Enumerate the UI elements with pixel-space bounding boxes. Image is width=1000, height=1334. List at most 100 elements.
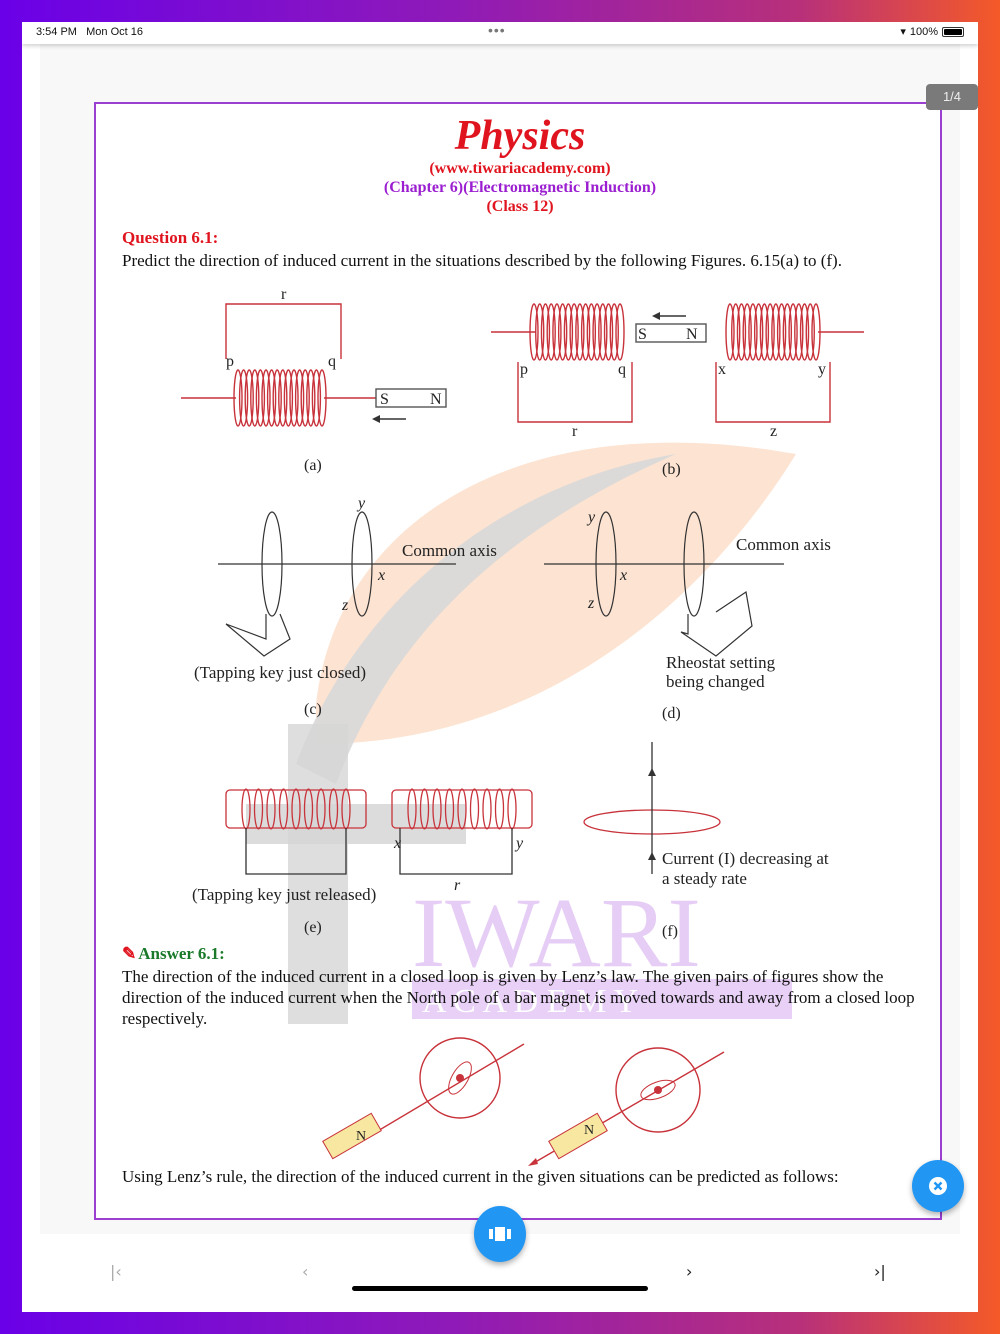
coil-turn (291, 788, 301, 830)
fig-b-r: r (572, 423, 578, 440)
coil-turn (563, 303, 574, 361)
watermark-academy: A C A D E M Y (422, 983, 638, 1020)
coil-turn (725, 303, 735, 361)
watermark: IWARI A C A D E M Y (246, 442, 796, 1024)
coil-turn (759, 303, 770, 361)
fig-d-axis: Common axis (736, 535, 831, 554)
coil-icon (725, 303, 821, 361)
ipad-screen: 3:54 PM Mon Oct 16 ••• ▾ 100% 1/4 IWARI … (22, 22, 978, 1312)
close-icon (929, 1177, 947, 1195)
coil-turn (255, 369, 266, 427)
coil-turn (765, 303, 775, 361)
fig-d-x: x (619, 567, 627, 584)
watermark-academy-bar (412, 979, 792, 1019)
battery-icon (942, 26, 964, 37)
question-heading: Question 6.1: (122, 228, 219, 247)
document-viewer[interactable]: 1/4 IWARI A C A D E M Y r p q S N (a) (40, 44, 978, 1234)
coil-turn (278, 369, 288, 427)
coil-turn (788, 303, 798, 361)
coil-turn (253, 788, 264, 830)
home-indicator[interactable] (352, 1286, 648, 1291)
fig-e-caption: (e) (304, 919, 322, 936)
coil-turn (586, 303, 597, 361)
figure-f (583, 742, 721, 874)
figure-a (181, 303, 447, 427)
fig-a-r: r (281, 286, 287, 303)
fig-d-z: z (587, 595, 595, 612)
last-page-button[interactable]: ›| (874, 1262, 886, 1281)
answer-text: The direction of the induced current in … (122, 967, 915, 1028)
coil-turn (244, 369, 254, 427)
status-bar: 3:54 PM Mon Oct 16 ••• ▾ 100% (22, 22, 978, 44)
coil-turn (261, 369, 271, 427)
fig-b-caption: (b) (662, 461, 681, 478)
close-button[interactable] (912, 1160, 964, 1212)
fig-a-p: p (226, 353, 234, 370)
first-page-button[interactable]: |‹ (110, 1262, 122, 1281)
coil-turn (419, 788, 430, 830)
coil-turn (580, 303, 591, 361)
coil-turn (535, 303, 545, 361)
coil-turn (753, 303, 764, 361)
coil-turn (432, 788, 442, 830)
fig-e-x: x (393, 835, 401, 852)
coil-turn (569, 303, 579, 361)
watermark-leaf (316, 442, 796, 744)
coil-turn (557, 303, 568, 361)
coil-turn (552, 303, 562, 361)
fig-f-note2: a steady rate (662, 869, 747, 888)
class-label: (Class 12) (486, 198, 554, 215)
watermark-tiwari: IWARI (412, 877, 701, 988)
wifi-icon: ▾ (900, 26, 906, 38)
coil-icon (529, 303, 625, 361)
fig-d-caption: (d) (662, 705, 681, 722)
figure-c (218, 511, 456, 657)
coil-turn (272, 369, 282, 427)
fig-c-x: x (377, 567, 385, 584)
coil-turn (799, 303, 810, 361)
battery-percent: 100% (909, 25, 938, 38)
coil-icon (407, 788, 517, 830)
fig-a-n: N (430, 391, 442, 408)
answer-heading-row: ✎ Answer 6.1: (122, 944, 225, 964)
coil-turn (283, 369, 294, 427)
coil-turn (306, 369, 316, 427)
multitasking-dots[interactable]: ••• (488, 22, 506, 38)
coil-turn (776, 303, 787, 361)
fig-e-r: r (454, 877, 461, 894)
watermark-t-bar (246, 804, 466, 844)
page-indicator: 1/4 (926, 84, 978, 110)
answer-heading: Answer 6.1: (138, 944, 225, 963)
coil-icon (233, 369, 327, 427)
view-mode-button[interactable] (474, 1206, 526, 1262)
website-link[interactable]: (www.tiwariacademy.com) (429, 160, 611, 177)
fig-e-y: y (514, 835, 524, 852)
coil-turn (592, 303, 602, 361)
coil-turn (507, 788, 517, 830)
previous-page-button[interactable]: ‹ (302, 1262, 309, 1281)
coil-turn (278, 788, 289, 830)
fig-a-s: S (380, 391, 389, 408)
coil-turn (546, 303, 556, 361)
fig-c-y: y (356, 495, 366, 512)
answer-figure-toward (322, 1037, 525, 1160)
coil-turn (303, 788, 314, 830)
fig-c-z: z (341, 597, 349, 614)
coil-turn (316, 788, 326, 830)
fig-b-y: y (818, 361, 826, 378)
coil-turn (294, 369, 305, 427)
chapter-title: (Chapter 6)(Electromagnetic Induction) (383, 179, 657, 196)
coil-turn (742, 303, 752, 361)
coil-turn (238, 369, 249, 427)
coil-turn (603, 303, 614, 361)
fig-b-q: q (618, 361, 626, 378)
coil-turn (469, 788, 480, 830)
figures-canvas: IWARI A C A D E M Y r p q S N (a) (181, 286, 864, 1166)
coil-turn (494, 788, 505, 830)
fig-b-z: z (770, 423, 777, 440)
coil-turn (575, 303, 585, 361)
fig-f-note1: Current (I) decreasing at (662, 849, 829, 868)
next-page-button[interactable]: › (686, 1262, 693, 1281)
status-right: ▾ 100% (900, 25, 964, 38)
fig-a-caption: (a) (304, 457, 322, 474)
